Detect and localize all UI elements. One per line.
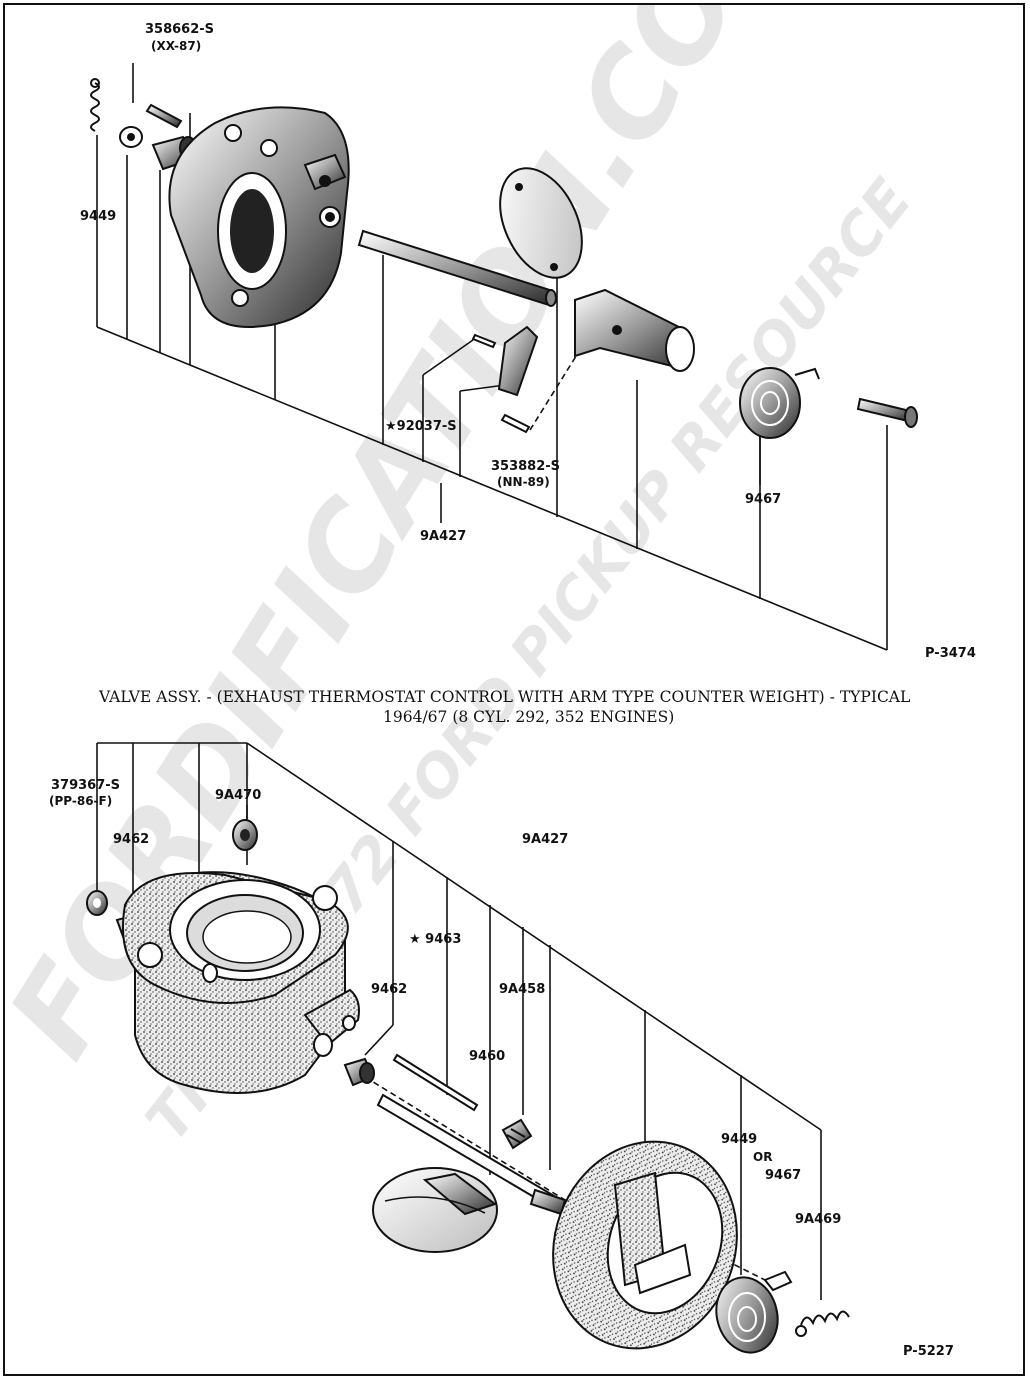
- label-9463: ★ 9463: [409, 932, 461, 947]
- label-9460: 9460: [469, 1049, 505, 1064]
- pin-part: [145, 103, 183, 129]
- bushing-9a470-part: [232, 819, 258, 851]
- roll-pin-part: [500, 413, 531, 434]
- figure-number-p5227: P-5227: [903, 1344, 954, 1359]
- label-9467-top: 9467: [745, 492, 781, 507]
- spring-part: [90, 78, 100, 132]
- thermostat-coil-part: [739, 367, 820, 439]
- thermostat-housing-part: [552, 1140, 738, 1350]
- diagram-frame: FORDIFICATION.COM THE '48-'72 FORD PICKU…: [3, 3, 1025, 1376]
- figure-number-p3474: P-3474: [925, 646, 976, 661]
- spring-9a469-part: [795, 1310, 850, 1337]
- caption-line-1: VALVE ASSY. - (EXHAUST THERMOSTAT CONTRO…: [98, 688, 910, 706]
- bracket-part: [497, 325, 539, 397]
- exploded-parts-diagram: FORDIFICATION.COM THE '48-'72 FORD PICKU…: [5, 5, 976, 1359]
- label-9a427-bottom: 9A427: [522, 832, 568, 847]
- thermostat-coil-9467-part: [715, 1270, 793, 1354]
- valve-plate-9460-part: [372, 1167, 498, 1253]
- top-leader-baseline: [96, 326, 888, 651]
- housing-part: [168, 106, 350, 328]
- label-or: OR: [753, 1150, 772, 1164]
- screw-part: [471, 333, 497, 349]
- label-9a427-top: 9A427: [420, 529, 466, 544]
- caption-line-2: 1964/67 (8 CYL. 292, 352 ENGINES): [383, 708, 674, 726]
- label-9a458: 9A458: [499, 982, 545, 997]
- label-9449-top: 9449: [80, 209, 116, 224]
- label-9449-bottom: 9449: [721, 1132, 757, 1147]
- label-353882-s: 353882-S: [491, 459, 560, 474]
- label-pp-86-f: (PP-86-F): [49, 794, 112, 808]
- bottom-leader-diagonal: [246, 742, 822, 1131]
- thermostat-screw-part: [856, 397, 918, 428]
- label-92037-s: ★92037-S: [385, 419, 457, 434]
- spring-washer-9a458-part: [501, 1118, 533, 1150]
- top-diagram: 358662-S (XX-87) 9449 ★92037-S 353882-S …: [80, 22, 976, 661]
- bottom-diagram: 379367-S (PP-86-F) 9462 9A470 9A427 ★ 94…: [49, 742, 954, 1359]
- label-9462-left: 9462: [113, 832, 149, 847]
- shaft-9a427-part: [376, 1093, 567, 1216]
- label-379367-s: 379367-S: [51, 778, 120, 793]
- label-9467-bottom: 9467: [765, 1168, 801, 1183]
- label-9462-right: 9462: [371, 982, 407, 997]
- plug-part: [86, 890, 108, 916]
- counterweight-arm-part: [574, 288, 695, 372]
- label-358662-s: 358662-S: [145, 22, 214, 37]
- exhaust-housing-part: [122, 871, 360, 1094]
- bushing-9462-shaft-part: [343, 1057, 375, 1087]
- label-nn-89: (NN-89): [497, 475, 550, 489]
- label-9a470: 9A470: [215, 788, 261, 803]
- label-xx-87: (XX-87): [151, 39, 201, 53]
- pin-9463-part: [392, 1053, 479, 1112]
- valve-plate-part: [499, 167, 583, 279]
- label-9a469: 9A469: [795, 1212, 841, 1227]
- shaft-part: [357, 229, 557, 307]
